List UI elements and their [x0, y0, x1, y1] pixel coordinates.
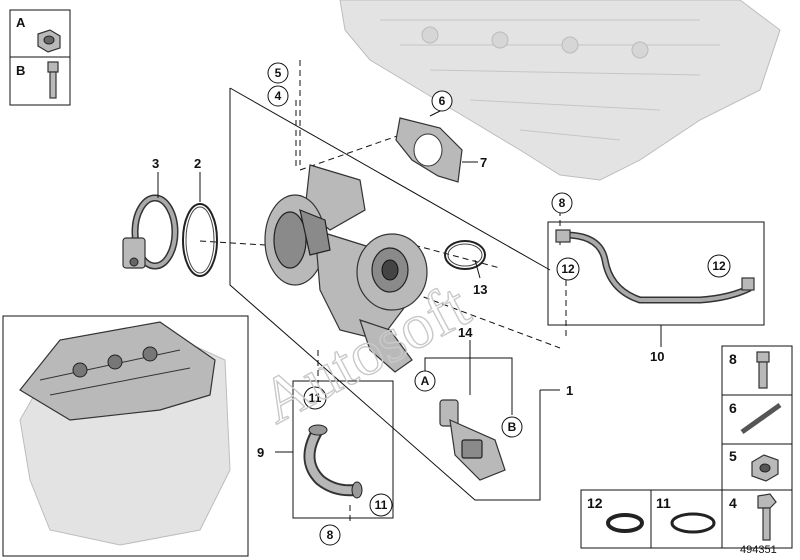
- callout-14: 14: [458, 325, 473, 340]
- svg-text:B: B: [508, 420, 517, 434]
- v-band-clamp: [122, 194, 179, 270]
- callout-10: 10: [650, 349, 664, 364]
- oil-return-pipe-assembly: [292, 380, 394, 519]
- callout-1: 1: [566, 383, 573, 398]
- legend-bottom-label-12: 12: [587, 495, 603, 511]
- circle-ref-8-top: 8: [551, 192, 573, 214]
- svg-text:11: 11: [309, 391, 322, 405]
- legend-fasteners-top: A B: [9, 9, 71, 106]
- svg-text:6: 6: [439, 94, 446, 108]
- image-id: 494351: [740, 544, 777, 556]
- gasket: [395, 117, 463, 183]
- socket-bolt-icon: [756, 351, 770, 389]
- circle-ref-5: 5: [267, 62, 289, 84]
- circle-ref-12-right: 12: [707, 254, 731, 278]
- flange-nut-icon: [37, 29, 61, 53]
- hex-bolt-icon: [757, 493, 777, 541]
- seal-ring-2: [182, 203, 218, 277]
- circle-ref-b: B: [501, 416, 523, 438]
- legend-right-label-8: 8: [729, 351, 737, 367]
- legend-bottom-label-11: 11: [656, 495, 671, 511]
- engine-inset: [2, 315, 249, 557]
- svg-text:4: 4: [275, 89, 282, 103]
- legend-seals-bottom: 12 11: [580, 489, 723, 549]
- callout-13: 13: [473, 282, 487, 297]
- callout-7: 7: [480, 155, 487, 170]
- circle-ref-11-bottom: 11: [369, 493, 393, 517]
- bolt-icon: [47, 61, 59, 99]
- stud-icon: [740, 402, 782, 435]
- callout-2: 2: [194, 156, 201, 171]
- circle-ref-12-left: 12: [556, 257, 580, 281]
- circle-ref-a: A: [414, 370, 436, 392]
- circle-ref-8-bottom: 8: [319, 524, 341, 546]
- legend-label-a: A: [16, 15, 26, 30]
- o-ring-12-icon: [606, 513, 644, 533]
- oil-line-assembly: [547, 221, 765, 326]
- circle-ref-11-top: 11: [303, 386, 327, 410]
- svg-text:11: 11: [375, 498, 388, 512]
- callout-leaders: [157, 109, 662, 453]
- legend-right-label-6: 6: [729, 400, 737, 416]
- svg-text:8: 8: [559, 196, 566, 210]
- svg-text:5: 5: [275, 66, 282, 80]
- svg-text:A: A: [421, 374, 430, 388]
- legend-right-label-4: 4: [729, 495, 737, 511]
- hex-nut-icon: [751, 454, 779, 482]
- legend-label-b: B: [16, 63, 25, 78]
- seal-ring-13: [444, 240, 486, 270]
- callout-9: 9: [257, 445, 264, 460]
- legend-fasteners-right: 8 6 5 4: [721, 345, 793, 549]
- legend-right-label-5: 5: [729, 448, 737, 464]
- wastegate-actuator: [439, 399, 506, 481]
- circle-ref-4: 4: [267, 85, 289, 107]
- circle-ref-6: 6: [431, 90, 453, 112]
- svg-text:12: 12: [712, 259, 726, 273]
- svg-text:8: 8: [327, 528, 334, 542]
- assembly-outline-item-1: [229, 87, 551, 501]
- o-ring-11-icon: [670, 512, 716, 534]
- callout-3: 3: [152, 156, 159, 171]
- svg-text:12: 12: [561, 262, 575, 276]
- cylinder-head-ghost: [339, 0, 781, 181]
- turbocharger: [264, 164, 428, 373]
